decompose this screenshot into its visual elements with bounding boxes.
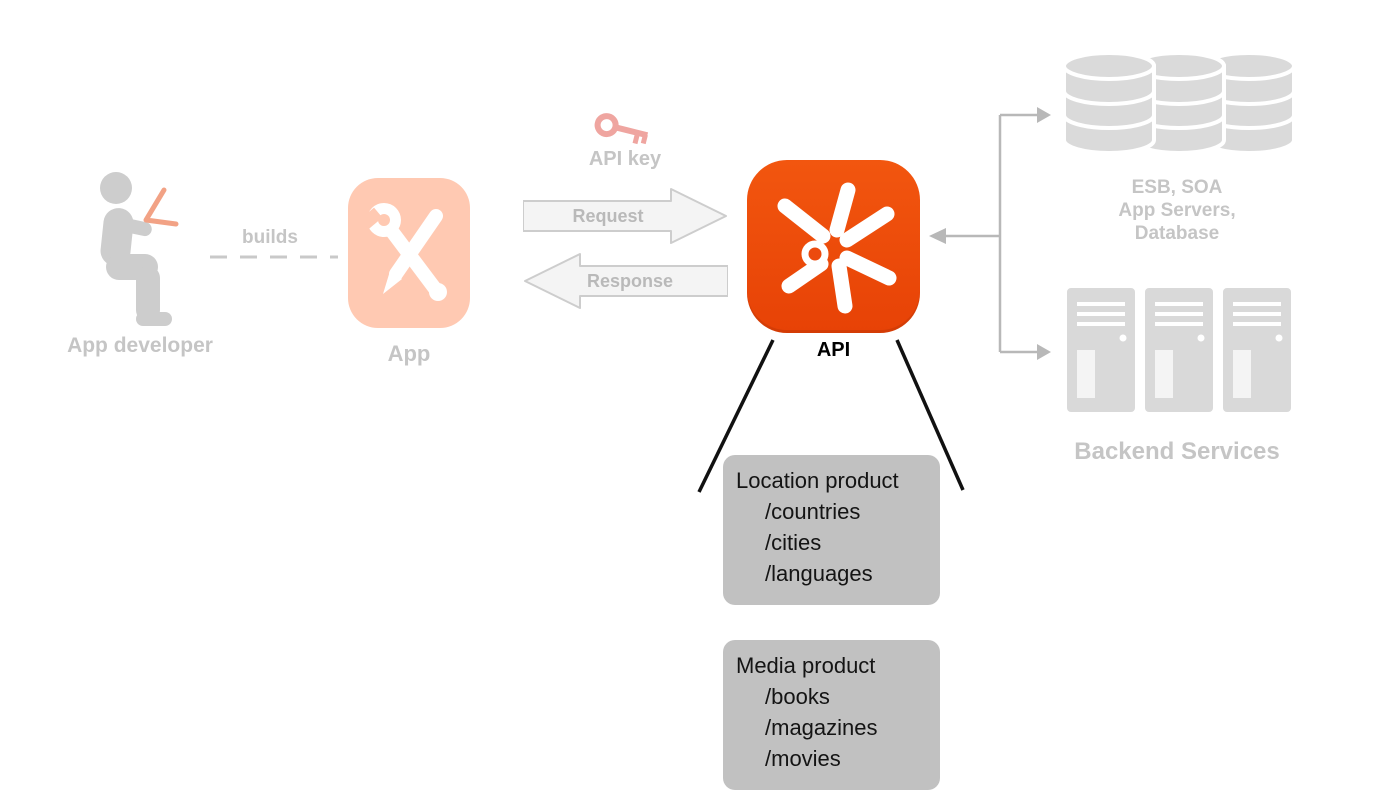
laptop-icon: [143, 187, 179, 227]
app-developer-icon: [100, 172, 179, 326]
product-item: /movies: [765, 746, 841, 771]
request-label: Request: [572, 206, 644, 226]
api-key-icon: [594, 113, 649, 145]
product-item: /cities: [765, 530, 822, 555]
product-box-media: Media product /books /magazines /movies: [723, 640, 940, 790]
product-title: Media product: [736, 653, 876, 678]
product-item: /books: [765, 684, 830, 709]
app-icon: [348, 178, 470, 328]
product-box-location: Location product /countries /cities /lan…: [723, 455, 940, 605]
api-icon: [747, 160, 920, 333]
product-item: /languages: [765, 561, 873, 586]
request-arrow: [523, 188, 727, 244]
api-spokes-icon: [777, 182, 897, 314]
product-item: /magazines: [765, 715, 878, 740]
arrowhead-right-bottom-icon: [1037, 344, 1051, 360]
wrench-pencil-icon: [360, 203, 447, 301]
arrowhead-left-icon: [929, 228, 946, 244]
esb-label-line2: App Servers,: [1118, 200, 1236, 221]
app-label: App: [387, 341, 431, 366]
database-icon: [1062, 51, 1296, 155]
product-item: /countries: [765, 499, 861, 524]
api-label: API: [816, 339, 851, 361]
backend-services-label: Backend Services: [1074, 438, 1280, 465]
servers-icon: [1063, 284, 1295, 416]
esb-label-line1: ESB, SOA: [1131, 177, 1223, 198]
esb-label-line3: Database: [1134, 223, 1220, 244]
api-key-label: API key: [588, 148, 662, 170]
arrowhead-right-top-icon: [1037, 107, 1051, 123]
app-developer-label: App developer: [67, 334, 213, 357]
product-title: Location product: [736, 468, 899, 493]
response-arrow: [524, 253, 728, 309]
response-label: Response: [586, 271, 674, 291]
builds-label: builds: [242, 227, 298, 248]
esb-label: ESB, SOA App Servers, Database: [1077, 176, 1277, 245]
